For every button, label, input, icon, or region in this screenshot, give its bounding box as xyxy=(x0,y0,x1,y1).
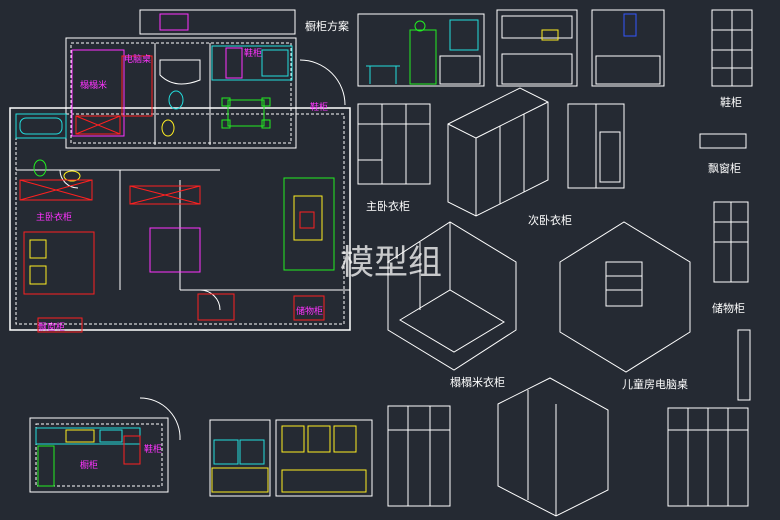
door-swing xyxy=(299,59,346,106)
upper-wall xyxy=(65,37,297,149)
dining-table xyxy=(221,97,271,129)
bay-window-elevation xyxy=(699,133,747,149)
storage-cabinet-plan-label: 储物柜 xyxy=(296,305,323,317)
kids-desk-view-label: 儿童房电脑桌 xyxy=(622,377,688,391)
iso-bottom-wardrobe xyxy=(497,377,609,517)
sofa xyxy=(283,177,335,271)
shoe-cabinet-bottom-label: 鞋柜 xyxy=(144,443,162,455)
bay-window-cabinet xyxy=(37,317,83,333)
elevation-master-wardrobe xyxy=(357,103,431,185)
second-bed xyxy=(149,227,201,273)
kitchen-sink-plan xyxy=(99,429,123,443)
tatami-area xyxy=(71,49,125,137)
master-bed-pillow xyxy=(29,239,47,259)
kitchen-stove-plan xyxy=(65,429,95,443)
tatami-label: 榻榻米 xyxy=(80,79,107,91)
master-bed-pillow xyxy=(29,265,47,285)
second-wardrobe-view-label: 次卧衣柜 xyxy=(528,213,572,227)
storage-cabinet-view-label: 储物柜 xyxy=(712,301,745,315)
iso-kids-desk xyxy=(559,221,691,373)
corner-bath xyxy=(159,59,201,85)
watermark: 模型组 xyxy=(340,243,442,283)
kitchen-counter xyxy=(211,45,293,81)
toilet xyxy=(168,90,184,110)
elevation-bottom-wardrobe-2 xyxy=(667,407,749,507)
computer-desk-label: 电脑桌 xyxy=(124,53,151,65)
master-wardrobe-cross xyxy=(19,179,93,201)
top-cabinet-strip-inner xyxy=(159,13,189,31)
iso-second-wardrobe xyxy=(447,87,549,217)
toilet xyxy=(33,159,47,177)
top-cabinet-strip xyxy=(139,9,296,35)
elevation-kitchen-a xyxy=(496,9,578,87)
floor-plan xyxy=(9,37,351,331)
second-wardrobe xyxy=(129,185,201,205)
sink xyxy=(63,170,81,182)
bathtub xyxy=(15,113,67,139)
master-wardrobe-view-label: 主卧衣柜 xyxy=(366,199,410,213)
kitchen-cabinet-label: 橱柜 xyxy=(80,459,98,471)
elevation-shoe-cabinet xyxy=(711,9,753,87)
master-wardrobe xyxy=(19,179,93,201)
bay-window-view-label: 飘窗柜 xyxy=(708,161,741,175)
elevation-dining xyxy=(357,13,485,87)
storage-cabinet-plan xyxy=(293,295,325,321)
shoe-cabinet-view-label: 鞋柜 xyxy=(720,95,742,109)
tatami-wardrobe-view-label: 榻榻米衣柜 xyxy=(450,375,505,389)
elevation-storage xyxy=(713,201,749,283)
bathtub-inner xyxy=(19,117,63,135)
shoe-cabinet-right-label: 鞋柜 xyxy=(310,101,328,113)
bay-window-label: 飘窗柜 xyxy=(38,321,65,333)
elevation-tall-cabinet xyxy=(567,103,625,189)
kitchen-side-counter xyxy=(37,445,55,487)
elevation-bottom-wardrobe-1 xyxy=(387,405,451,507)
shoe-cabinet-top-label: 鞋柜 xyxy=(244,47,262,59)
kitchen-stove xyxy=(261,49,289,77)
kitchen-elevation-1 xyxy=(209,419,271,497)
elevation-kitchen-b xyxy=(591,9,665,87)
shoe-cabinet xyxy=(225,47,243,79)
computer-desk xyxy=(121,55,153,117)
upper-wall-inner xyxy=(70,42,292,144)
outer-wall-inner xyxy=(15,113,345,325)
tatami-cross xyxy=(75,115,121,135)
door-swing xyxy=(199,289,221,311)
entry-cabinet xyxy=(197,293,235,321)
sink xyxy=(161,119,175,137)
coffee-table xyxy=(293,195,323,241)
kitchen-elevation-2 xyxy=(275,419,373,497)
rug xyxy=(299,211,315,229)
kitchen-shoe-cabinet xyxy=(123,435,141,465)
tatami-cabinet xyxy=(75,115,121,135)
master-wardrobe-label: 主卧衣柜 xyxy=(36,211,72,223)
door-swing xyxy=(59,169,79,189)
side-panel xyxy=(737,329,751,401)
master-bed xyxy=(23,231,95,295)
cabinet-scheme-label: 橱柜方案 xyxy=(305,19,349,33)
iso-tatami-wardrobe xyxy=(387,221,517,371)
kitchen-plan xyxy=(29,397,181,493)
